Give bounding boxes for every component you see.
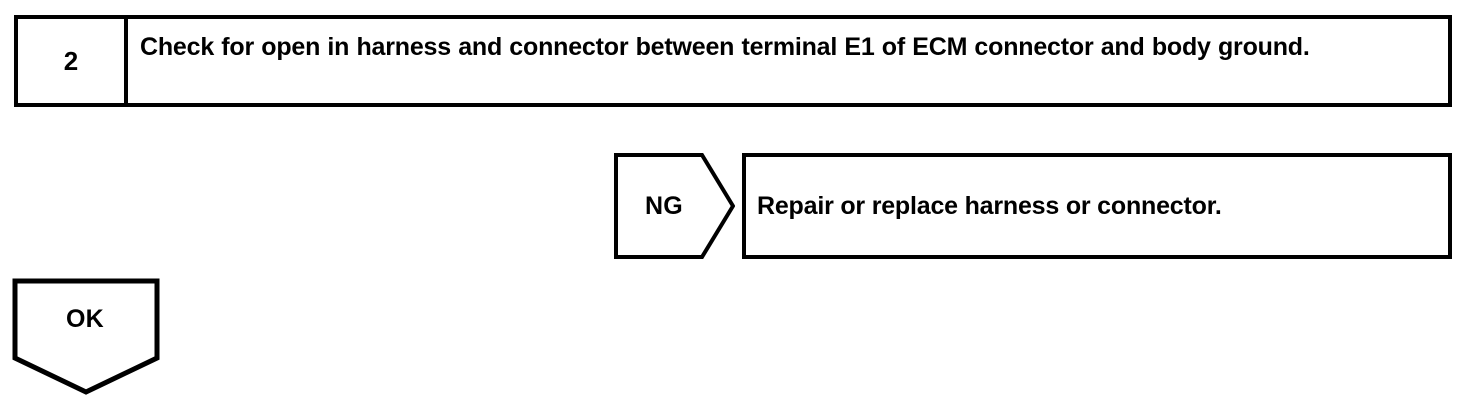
step-instruction-text: Check for open in harness and connector … [140, 33, 1310, 61]
ok-branch-label: OK [65, 304, 105, 333]
step-number: 2 [63, 46, 79, 76]
diagnostic-step-row: 2 Check for open in harness and connecto… [14, 15, 1452, 107]
repair-action-box: Repair or replace harness or connector. [742, 153, 1452, 259]
step-instruction-cell: Check for open in harness and connector … [128, 19, 1448, 103]
ng-branch-marker: NG [614, 153, 735, 259]
pentagon-down-icon [12, 278, 160, 395]
repair-action-text: Repair or replace harness or connector. [757, 192, 1222, 220]
ng-branch-label: NG [644, 191, 684, 220]
step-number-cell: 2 [18, 19, 128, 103]
chevron-right-icon [614, 153, 735, 259]
ok-branch-marker: OK [12, 278, 160, 396]
